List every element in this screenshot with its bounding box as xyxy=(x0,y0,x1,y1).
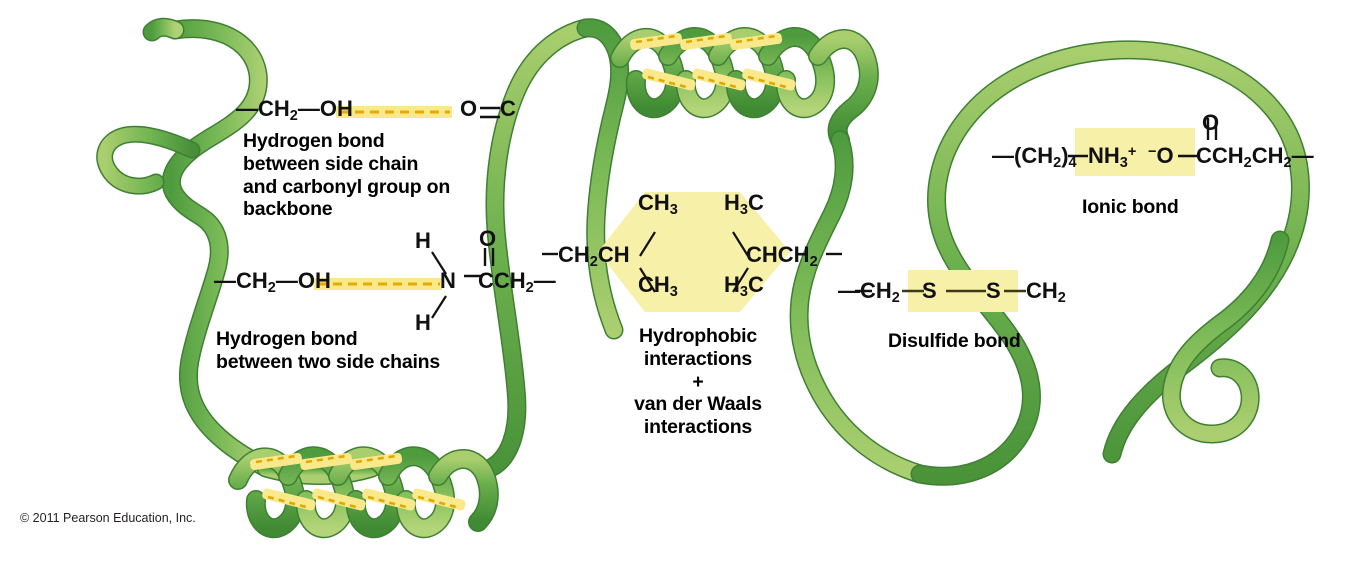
helix-hydrogen-bonds-bottom xyxy=(250,452,466,511)
hydrogen-bond-1-dashes xyxy=(336,106,452,118)
hydrogen-bond-1-double-bond xyxy=(480,106,500,119)
backbone-segment-center-right xyxy=(789,130,930,484)
backbone-segment-center-arc xyxy=(476,18,596,480)
alpha-helix-bottom xyxy=(228,446,499,539)
hydrophobic-hexagon-highlight xyxy=(598,192,790,312)
ionic-highlight xyxy=(1075,128,1195,176)
alpha-helix-top xyxy=(610,27,879,150)
hydrogen-bond-2-bonds xyxy=(431,248,495,319)
hydrophobic-bond-lines xyxy=(542,231,842,293)
backbone-segment-left xyxy=(96,19,276,478)
ionic-bond-lines xyxy=(1068,118,1218,158)
backbone-terminal-curl xyxy=(1161,230,1290,444)
helix-hydrogen-bonds-top xyxy=(630,32,796,91)
backbone-segment-left-top xyxy=(142,17,185,42)
hydrogen-bond-2-dashes xyxy=(314,278,442,290)
backbone-segment-top-center xyxy=(576,18,630,340)
